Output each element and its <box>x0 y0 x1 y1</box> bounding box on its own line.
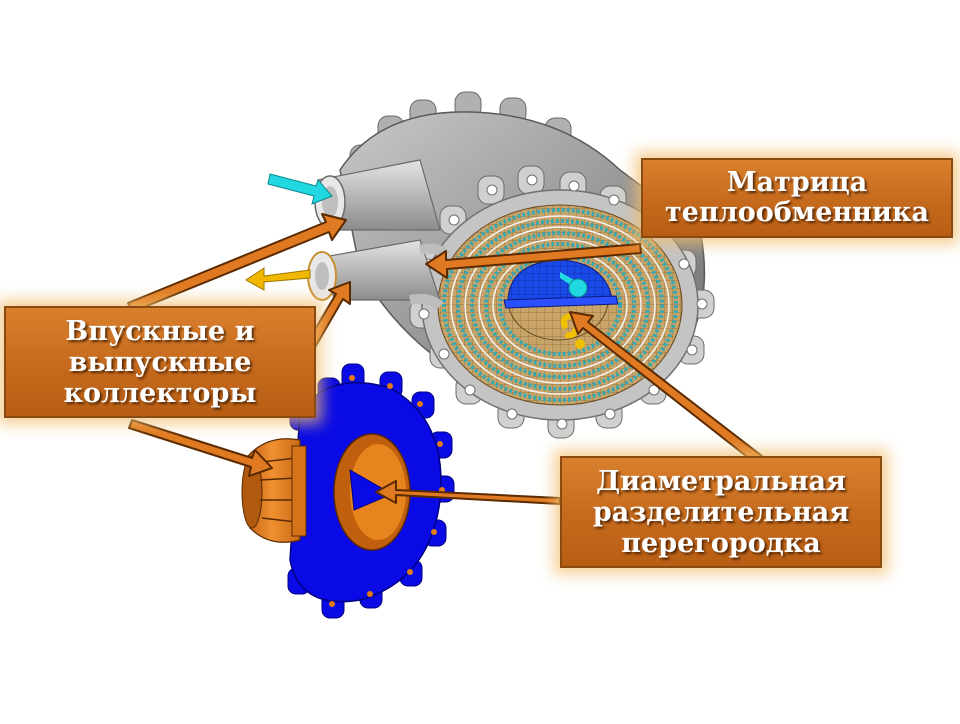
arrow-to-matrix <box>425 243 642 279</box>
label-matrix-line-2: теплообменника <box>665 197 929 228</box>
housing-manifolds <box>307 159 453 310</box>
blue-flange <box>287 363 455 619</box>
callout-arrows <box>127 213 763 505</box>
inlet-flow-arrow <box>267 173 333 205</box>
label-manifolds-line-3: коллекторы <box>63 377 257 409</box>
arrow-to-flange-opening <box>375 480 561 505</box>
label-manifolds-line-2: выпускные <box>68 346 252 378</box>
orange-manifold <box>241 438 307 543</box>
arrow-to-orange-manifold <box>128 419 273 477</box>
label-matrix: Матрица теплообменника <box>641 158 953 238</box>
label-partition-line-1: Диаметральная <box>596 465 846 497</box>
label-partition: Диаметральная разделительная перегородка <box>560 456 882 568</box>
arrow-to-inner-partition <box>569 311 763 464</box>
label-manifolds: Впускные и выпускные коллекторы <box>4 306 316 418</box>
label-partition-line-3: перегородка <box>621 527 821 559</box>
outlet-flow-arrow <box>245 267 311 291</box>
label-partition-line-2: разделительная <box>592 496 850 528</box>
label-matrix-line-1: Матрица <box>726 167 868 198</box>
label-manifolds-line-1: Впускные и <box>65 315 255 347</box>
arrow-to-inlet-pipe <box>127 213 347 313</box>
